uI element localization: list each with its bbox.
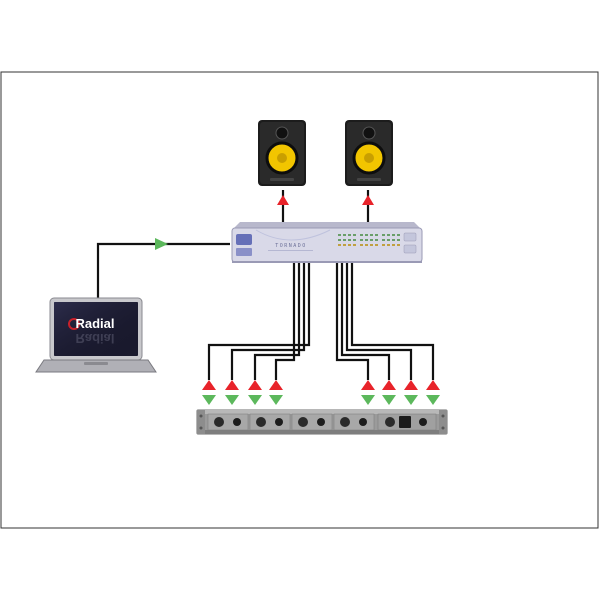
arrow-to-speaker-right <box>362 195 374 205</box>
cable-to-channel-8 <box>350 262 435 380</box>
cable-to-channel-2 <box>230 262 306 380</box>
di-channel-4 <box>333 413 375 431</box>
arrow-laptop-to-interface <box>155 238 168 250</box>
channel-arrows <box>202 380 440 405</box>
channel-arrow-pair-4 <box>269 380 283 405</box>
studio-monitor-left <box>258 120 306 186</box>
rack-ear-left <box>197 410 205 434</box>
tweeter <box>362 126 376 140</box>
meter-bank <box>338 234 400 246</box>
cable-to-channel-4 <box>274 262 296 380</box>
di-channel-1 <box>207 413 249 431</box>
cable-laptop-to-interface <box>96 242 230 302</box>
cables <box>96 190 435 380</box>
cable-to-channel-3 <box>253 262 301 380</box>
studio-monitor-right <box>345 120 393 186</box>
di-channel-2 <box>249 413 291 431</box>
brand-logo-icon <box>68 318 80 330</box>
channel-arrow-pair-2 <box>225 380 239 405</box>
laptop-base <box>35 359 157 373</box>
rack-di-unit <box>196 409 448 435</box>
channel-arrow-pair-5 <box>361 380 375 405</box>
di-master-section <box>377 413 437 431</box>
tweeter <box>275 126 289 140</box>
cable-to-channel-5 <box>335 262 370 380</box>
channel-arrow-pair-8 <box>426 380 440 405</box>
interface-logo-badge <box>236 234 252 245</box>
channel-arrow-pair-7 <box>404 380 418 405</box>
channel-arrow-pair-3 <box>248 380 262 405</box>
cable-to-channel-7 <box>345 262 413 380</box>
laptop-brand: Radial <box>75 316 114 331</box>
laptop-brand-reflection: Radial <box>75 331 114 346</box>
laptop: Radial Radial <box>35 297 157 373</box>
di-channel-3 <box>291 413 333 431</box>
audio-interface: TORNADO <box>231 222 423 263</box>
signal-arrows <box>155 195 374 250</box>
rack-ear-right <box>439 410 447 434</box>
arrow-to-speaker-left <box>277 195 289 205</box>
cable-to-channel-6 <box>340 262 391 380</box>
cable-to-channel-1 <box>207 262 311 380</box>
channel-arrow-pair-1 <box>202 380 216 405</box>
channel-arrow-pair-6 <box>382 380 396 405</box>
interface-name: TORNADO <box>275 243 307 249</box>
